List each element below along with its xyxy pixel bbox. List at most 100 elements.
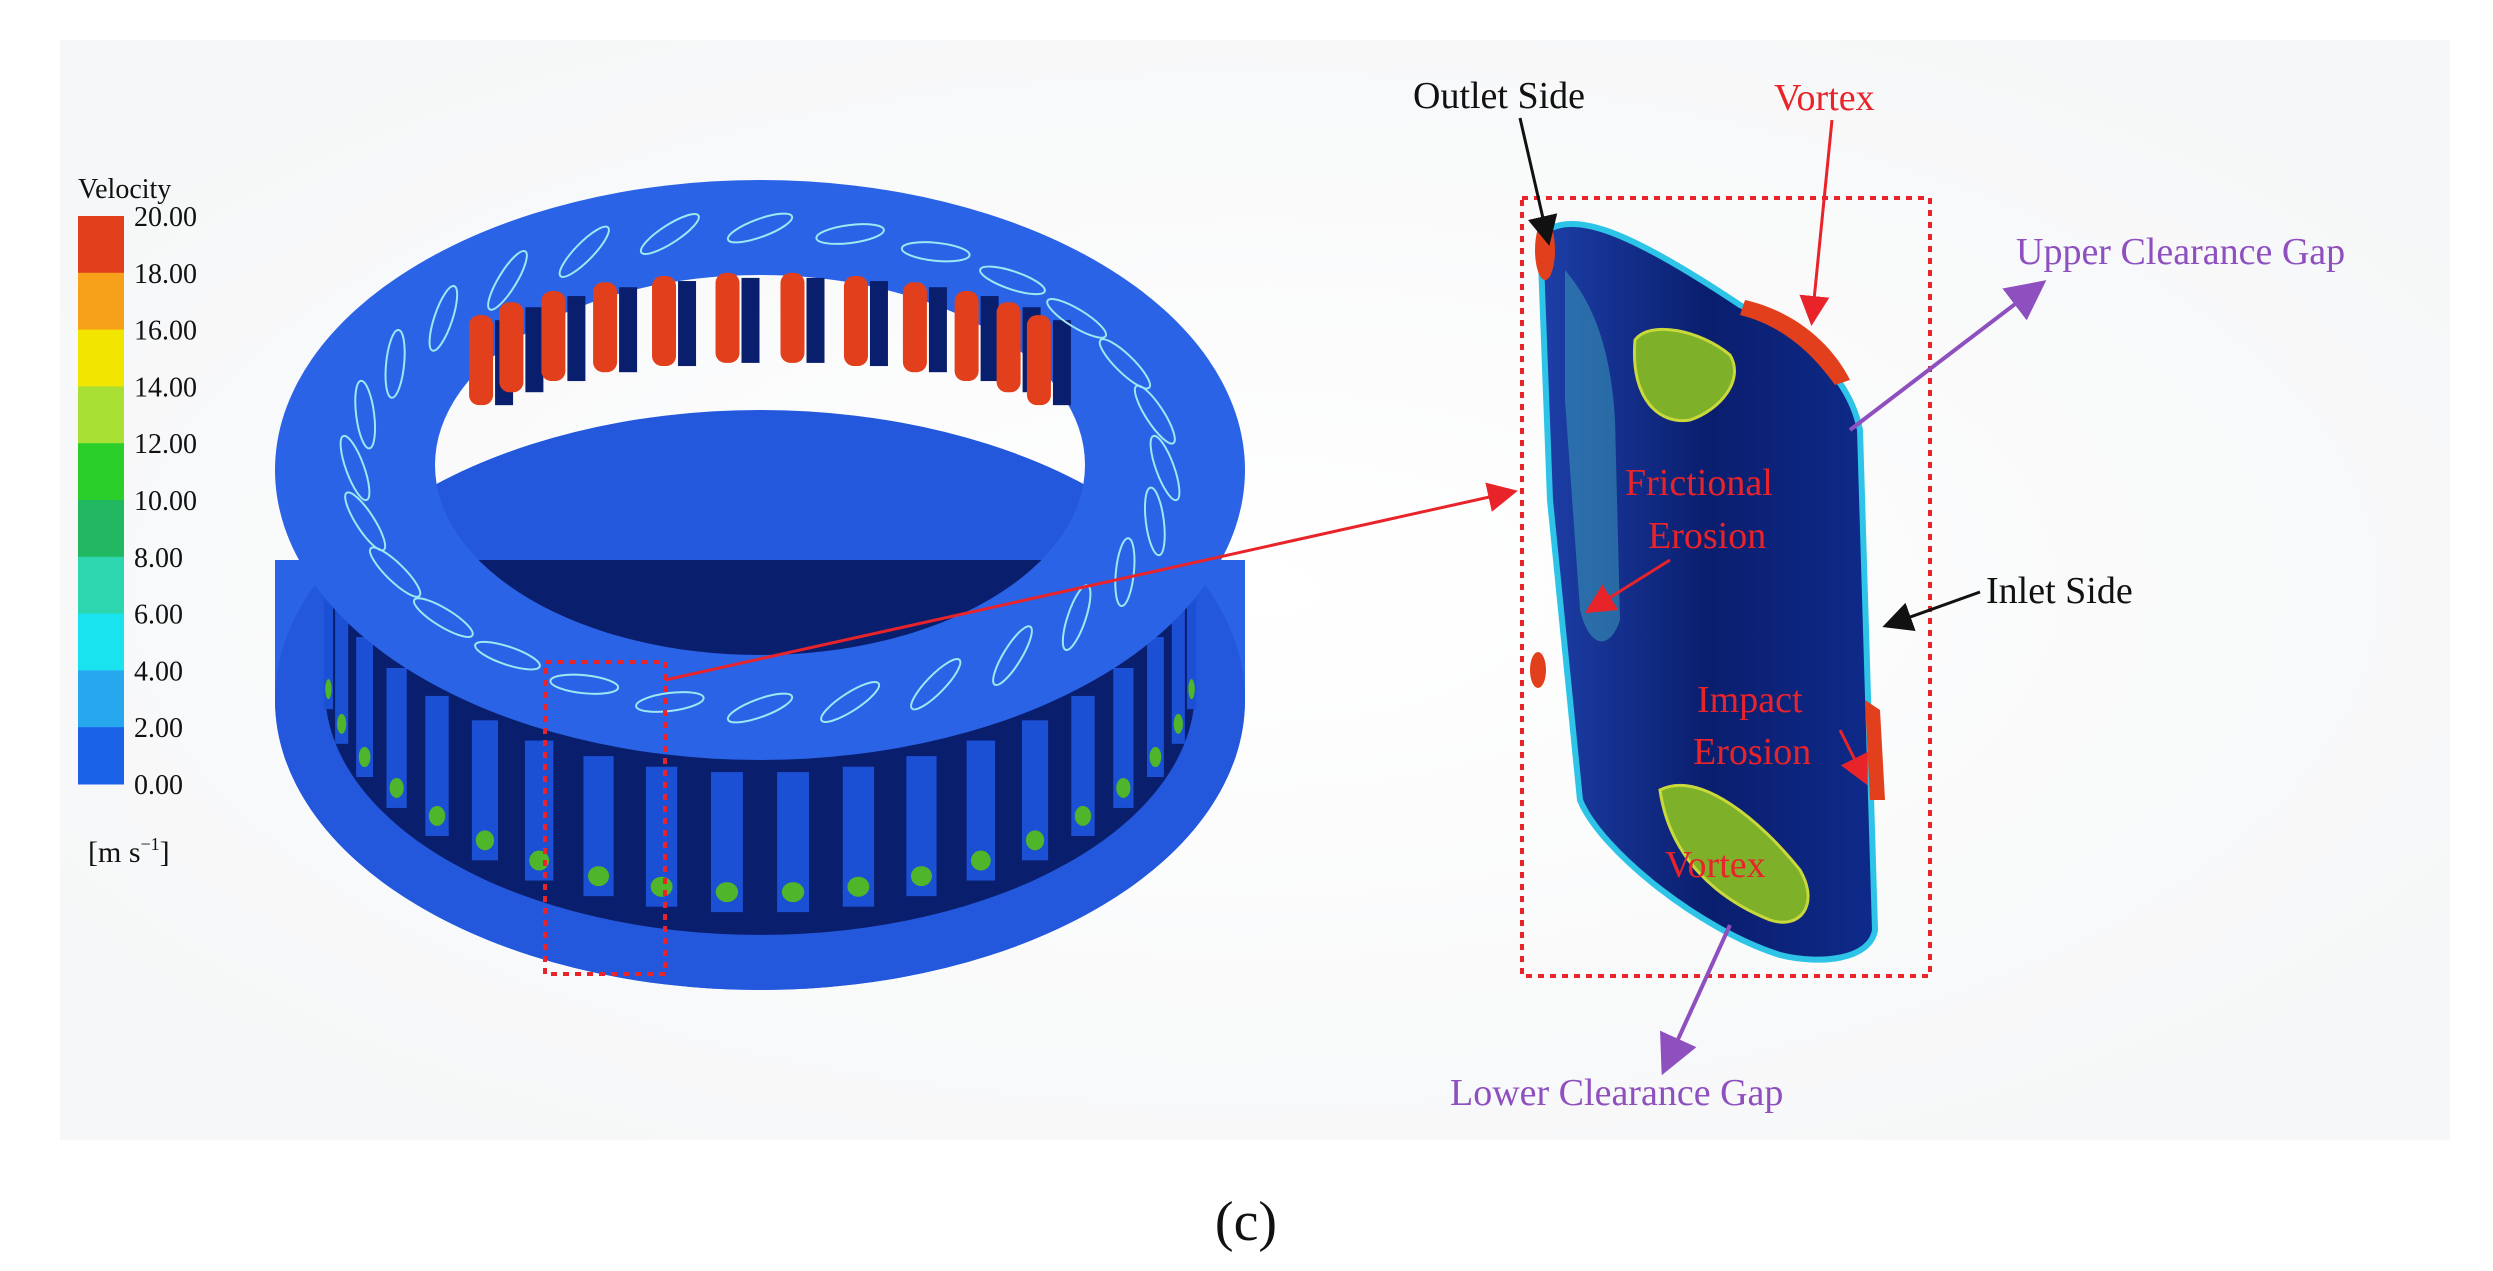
arrow-frictional-erosion — [1584, 558, 1671, 614]
vane-outline — [815, 223, 885, 245]
back-vane-high-velocity — [954, 291, 979, 382]
vane-outline — [354, 379, 377, 450]
vane-outline — [726, 212, 794, 244]
back-vane-gap — [741, 277, 760, 363]
vane-outline — [549, 673, 620, 695]
back-vane-gap — [806, 277, 825, 363]
vane-outline — [368, 546, 422, 598]
vane-low-velocity-spot — [1188, 679, 1195, 700]
vane-low-velocity-spot — [1173, 713, 1183, 734]
back-vane-gap — [567, 296, 586, 382]
legend-tick-label: 10.00 — [134, 486, 197, 517]
blade-channel-columns — [323, 569, 1197, 913]
legend-swatch — [78, 500, 124, 558]
vane-channel — [323, 569, 334, 710]
back-vane-high-velocity — [541, 291, 566, 382]
legend-tick-label: 8.00 — [134, 543, 183, 574]
zoom-region-box-large — [1520, 196, 1932, 978]
zoom-region-box-small — [543, 660, 667, 976]
legend-swatch — [78, 386, 124, 444]
vane-low-velocity-spot — [587, 866, 610, 887]
vane-outline — [344, 491, 387, 552]
legend-title: Velocity — [78, 174, 171, 205]
vane-outline — [474, 640, 541, 671]
back-vane-gap — [980, 296, 999, 382]
label-inlet-side: Inlet Side — [1986, 570, 2133, 612]
legend-colorbar — [78, 216, 124, 785]
label-frictional-line2: Erosion — [1648, 515, 1766, 557]
vane-low-velocity-spot — [1116, 777, 1131, 798]
vane-low-velocity-spot — [1149, 747, 1162, 768]
vane-outline — [339, 434, 371, 502]
back-vane-high-velocity — [996, 302, 1021, 393]
vane-low-velocity-spot — [1025, 830, 1045, 851]
vane-outline — [910, 658, 962, 711]
vane-outline — [979, 265, 1046, 296]
vane-outline — [1114, 537, 1136, 607]
vane-outline — [412, 597, 474, 638]
single-vane-render — [1520, 196, 1932, 978]
label-vortex-bottom: Vortex — [1665, 844, 1766, 886]
vane-outline — [726, 692, 794, 724]
back-vane-high-velocity — [469, 315, 494, 406]
legend-tick-label: 14.00 — [134, 372, 197, 403]
vane-outline — [1149, 434, 1181, 502]
legend-tick-label: 18.00 — [134, 259, 197, 290]
back-vane-high-velocity — [1026, 315, 1051, 406]
frictional-erosion-contour — [1565, 270, 1620, 642]
vane-low-velocity-spot — [847, 876, 870, 897]
vane-channel — [356, 637, 374, 778]
vane-low-velocity-spot — [910, 866, 933, 887]
label-impact-line2: Erosion — [1693, 731, 1811, 773]
vane-low-velocity-spot — [650, 876, 673, 897]
legend-tick-label: 0.00 — [134, 770, 183, 801]
label-upper-clearance-gap: Upper Clearance Gap — [2016, 231, 2345, 273]
vane-low-velocity-spot — [358, 747, 371, 768]
label-outlet-side: Outlet Side — [1413, 75, 1585, 117]
vane-outline — [639, 213, 700, 255]
arrow-outlet-side — [1518, 117, 1558, 246]
legend-swatch — [78, 613, 124, 671]
vane-low-velocity-spot — [475, 830, 495, 851]
back-vane-gap — [525, 307, 544, 393]
back-vane-high-velocity — [499, 302, 524, 393]
legend-tick-label: 4.00 — [134, 656, 183, 687]
arrow-inlet-side — [1882, 590, 1981, 632]
vane-outline — [1133, 384, 1176, 445]
arrow-impact-erosion — [1838, 729, 1868, 786]
vortex-top-blob — [1632, 327, 1736, 423]
vane-low-velocity-spot — [1074, 805, 1092, 826]
legend-swatch — [78, 443, 124, 501]
legend-tick-label: 16.00 — [134, 316, 197, 347]
back-vane-high-velocity — [593, 282, 618, 373]
impact-erosion-edge — [1865, 700, 1885, 800]
vane-outline — [900, 241, 971, 263]
vane-low-velocity-spot — [389, 777, 404, 798]
back-vane-gap — [678, 281, 697, 367]
legend-tick-labels: 20.0018.0016.0014.0012.0010.008.006.004.… — [134, 202, 197, 801]
back-vane-gap — [928, 287, 947, 373]
legend-swatch — [78, 272, 124, 331]
vane-outline — [384, 329, 406, 399]
vane-low-velocity-spot — [715, 882, 739, 903]
vane-outline — [428, 285, 459, 352]
label-frictional-line1: Frictional — [1625, 462, 1773, 504]
back-vane-gap — [1052, 320, 1071, 406]
velocity-legend: Velocity 20.0018.0016.0014.0012.0010.008… — [78, 174, 197, 869]
vane-outline — [558, 225, 610, 278]
vane-low-velocity-spot — [337, 713, 347, 734]
back-vane-gap — [869, 281, 888, 367]
guide-vane-ring-render — [275, 180, 1245, 990]
legend-unit: [m s−1] — [88, 834, 170, 869]
annotation-layer: Outlet Side Vortex Upper Clearance Gap F… — [1413, 75, 2345, 1114]
vane-channel — [335, 603, 349, 744]
figure-caption: (c) — [1215, 1191, 1277, 1253]
vane-channel — [425, 695, 449, 836]
vane-channel — [1113, 667, 1134, 808]
vane-low-velocity-spot — [428, 805, 446, 826]
arrow-upper-clearance-gap — [1848, 280, 2047, 432]
label-lower-clearance-gap: Lower Clearance Gap — [1450, 1072, 1783, 1114]
label-impact-line1: Impact — [1697, 679, 1803, 721]
legend-tick-label: 2.00 — [134, 713, 183, 744]
